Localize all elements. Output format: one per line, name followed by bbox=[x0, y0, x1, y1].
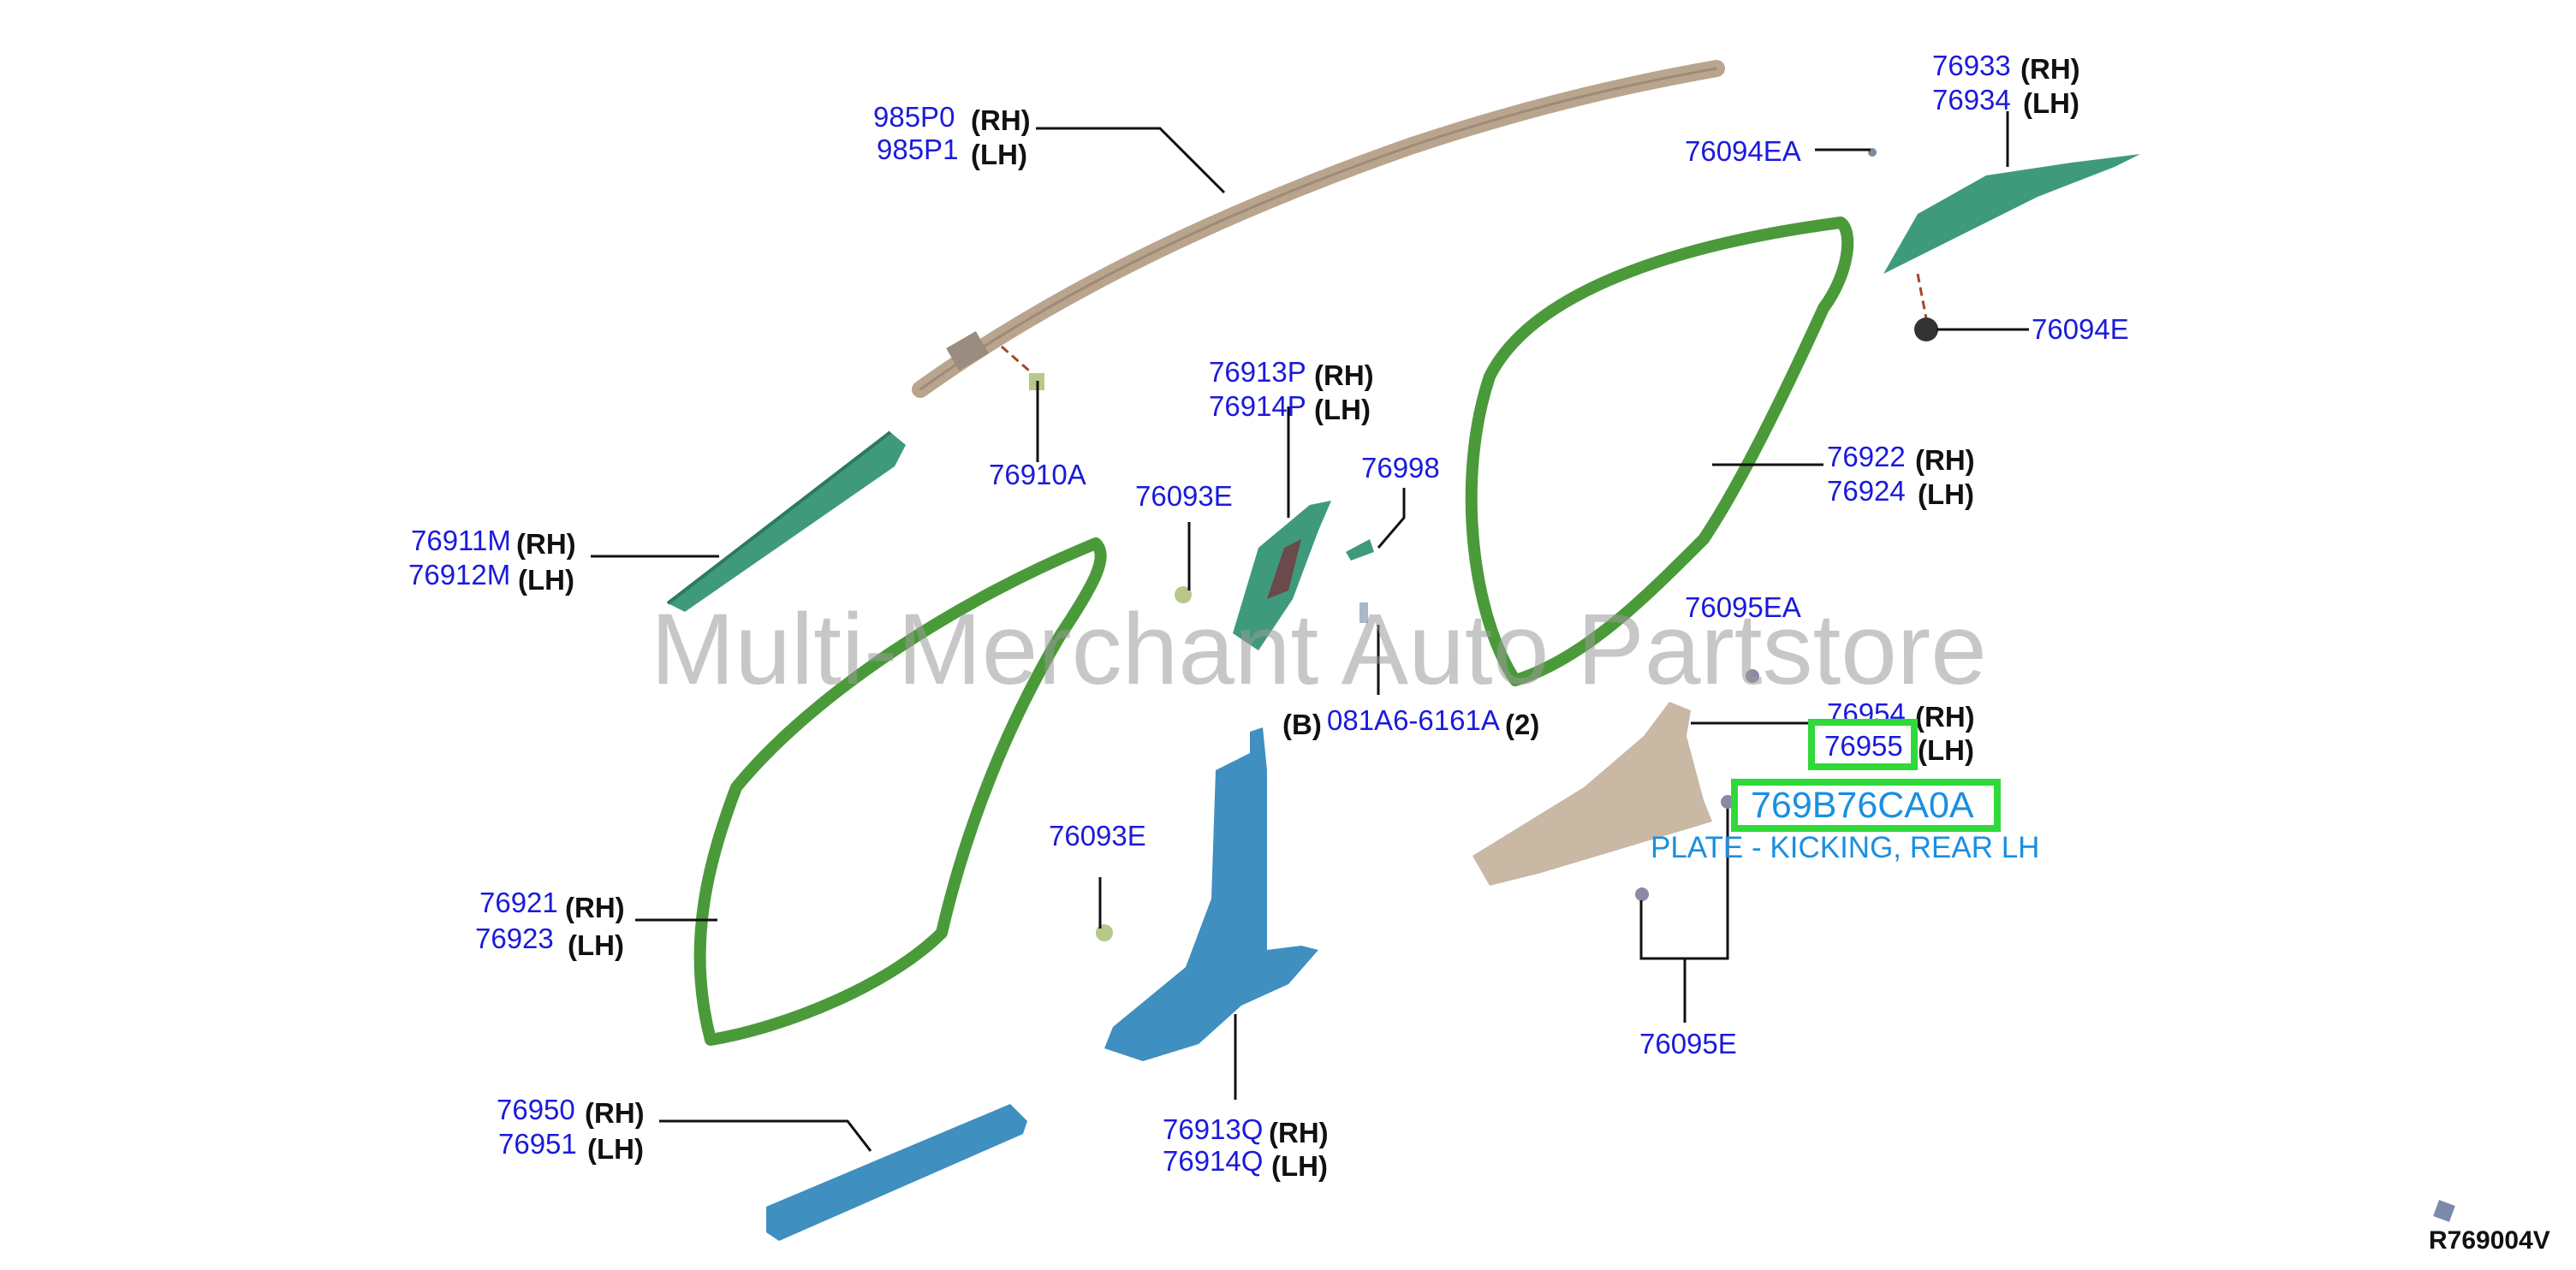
side-lh-985p1: (LH) bbox=[971, 139, 1027, 170]
side-lh-76912m: (LH) bbox=[518, 564, 574, 596]
side-lh-76914q: (LH) bbox=[1271, 1150, 1328, 1182]
callout-76095e[interactable]: 76095E bbox=[1639, 1028, 1737, 1059]
callout-76922[interactable]: 76922 bbox=[1827, 441, 1906, 472]
side-rh-76911m: (RH) bbox=[516, 528, 576, 560]
side-rh-76913p: (RH) bbox=[1314, 359, 1374, 391]
callout-76914p[interactable]: 76914P bbox=[1209, 390, 1306, 422]
callout-76998[interactable]: 76998 bbox=[1361, 452, 1440, 484]
callout-76913q[interactable]: 76913Q bbox=[1163, 1113, 1264, 1145]
callout-76934[interactable]: 76934 bbox=[1932, 84, 2011, 116]
callout-76923[interactable]: 76923 bbox=[475, 923, 554, 954]
front-kicking-plate-part[interactable] bbox=[766, 1104, 1027, 1241]
callout-b-marker: (B) bbox=[1282, 709, 1322, 740]
side-lh-76914p: (LH) bbox=[1314, 394, 1371, 425]
center-pillar-upper-garnish-part[interactable] bbox=[1233, 501, 1331, 650]
callout-76093e-lower[interactable]: 76093E bbox=[1049, 820, 1146, 852]
clip-76093e-lower-part[interactable] bbox=[1096, 924, 1113, 941]
center-pillar-lower-garnish-part[interactable] bbox=[1104, 727, 1318, 1061]
callout-76094ea[interactable]: 76094EA bbox=[1685, 135, 1801, 167]
rear-door-weatherstrip-part[interactable] bbox=[1465, 217, 1854, 686]
callout-76921[interactable]: 76921 bbox=[479, 887, 558, 918]
rear-kicking-plate-part[interactable] bbox=[1472, 702, 1712, 886]
diagram-reference-id: R769004V bbox=[2429, 1226, 2550, 1255]
highlighted-part-description: PLATE - KICKING, REAR LH bbox=[1651, 831, 2040, 864]
side-lh-76934: (LH) bbox=[2023, 87, 2079, 119]
callout-76093e-upper[interactable]: 76093E bbox=[1135, 480, 1233, 512]
callout-081a6-6161a[interactable]: 081A6-6161A bbox=[1327, 704, 1500, 736]
callout-76951[interactable]: 76951 bbox=[498, 1128, 577, 1160]
diagram-corner-clip-part bbox=[2433, 1200, 2455, 1222]
callout-76911m[interactable]: 76911M bbox=[411, 525, 511, 556]
callout-76912m[interactable]: 76912M bbox=[408, 559, 511, 590]
callout-76924[interactable]: 76924 bbox=[1827, 475, 1906, 507]
front-pillar-garnish-part[interactable] bbox=[666, 430, 906, 612]
callout-76914q[interactable]: 76914Q bbox=[1163, 1145, 1264, 1177]
front-door-weatherstrip-part[interactable] bbox=[693, 537, 1107, 1046]
callout-76910a[interactable]: 76910A bbox=[989, 459, 1086, 490]
side-rh-76954: (RH) bbox=[1915, 701, 1975, 733]
callout-985p0[interactable]: 985P0 bbox=[873, 101, 955, 133]
highlighted-part-number[interactable]: 769B76CA0A bbox=[1751, 785, 1974, 826]
callout-76913p[interactable]: 76913P bbox=[1209, 356, 1306, 388]
side-lh-76951: (LH) bbox=[587, 1133, 644, 1165]
callout-76955[interactable]: 76955 bbox=[1824, 730, 1903, 762]
side-lh-76924: (LH) bbox=[1918, 478, 1974, 510]
screw-081a6-part[interactable] bbox=[1359, 602, 1368, 623]
side-rh-985p0: (RH) bbox=[971, 104, 1031, 136]
clip-76998-part[interactable] bbox=[1346, 539, 1374, 561]
side-rh-76933: (RH) bbox=[2020, 53, 2080, 85]
callout-76933[interactable]: 76933 bbox=[1932, 50, 2011, 81]
clip-76093e-upper-part[interactable] bbox=[1175, 586, 1192, 603]
callout-qty: (2) bbox=[1505, 709, 1540, 740]
watermark-text: Multi-Merchant Auto Partstore bbox=[651, 593, 1987, 706]
side-lh-76923: (LH) bbox=[568, 929, 624, 961]
callout-76950[interactable]: 76950 bbox=[497, 1094, 575, 1125]
callout-76095ea[interactable]: 76095EA bbox=[1685, 591, 1801, 623]
rear-pillar-garnish-part[interactable] bbox=[1883, 154, 2140, 274]
roof-airbag-part[interactable] bbox=[912, 60, 1725, 398]
side-rh-76921: (RH) bbox=[565, 892, 625, 923]
side-rh-76913q: (RH) bbox=[1269, 1117, 1329, 1148]
callout-76094e[interactable]: 76094E bbox=[2032, 313, 2129, 345]
clip-76094e-part[interactable] bbox=[1914, 273, 1938, 341]
selected-callout-highlight bbox=[1808, 719, 1918, 770]
clip-76095ea-part[interactable] bbox=[1746, 669, 1759, 683]
leader-lines bbox=[591, 111, 2029, 1152]
part-number-highlight bbox=[1731, 779, 2001, 832]
side-rh-76950: (RH) bbox=[585, 1097, 645, 1129]
side-rh-76922: (RH) bbox=[1915, 444, 1975, 476]
callout-985p1[interactable]: 985P1 bbox=[877, 134, 959, 165]
side-lh-76955: (LH) bbox=[1918, 734, 1974, 766]
clip-76095e-b-part[interactable] bbox=[1635, 887, 1649, 901]
